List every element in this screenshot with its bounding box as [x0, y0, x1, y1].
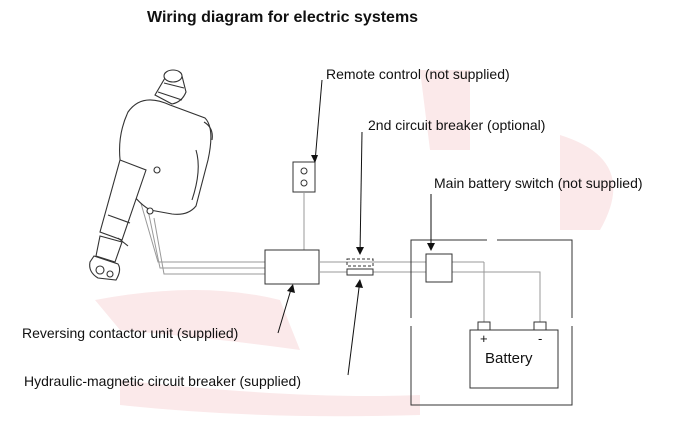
negative-sign: -	[538, 331, 542, 346]
battery-body	[469, 329, 559, 389]
remote-control-button-icon	[300, 179, 308, 187]
negative-terminal	[533, 321, 547, 331]
watermark	[95, 70, 614, 417]
leader-lines	[277, 79, 432, 376]
hydraulic-breaker-symbol	[346, 268, 374, 276]
actuator-wires	[139, 199, 265, 275]
battery: + - Battery	[469, 321, 559, 389]
actuator-icon	[89, 69, 213, 281]
remote-control-box	[292, 161, 316, 193]
main-switch-label: Main battery switch (not supplied)	[434, 175, 643, 191]
second-breaker-symbol	[346, 258, 374, 267]
positive-terminal	[477, 321, 491, 331]
compartment-dash-gaps	[409, 238, 574, 326]
arrow-heads	[287, 155, 435, 293]
battery-label: Battery	[485, 350, 533, 367]
remote-control-label: Remote control (not supplied)	[326, 66, 510, 82]
diagram-title: Wiring diagram for electric systems	[147, 9, 418, 26]
positive-sign: +	[480, 331, 488, 346]
second-breaker-label: 2nd circuit breaker (optional)	[368, 117, 545, 133]
hydraulic-breaker-label: Hydraulic-magnetic circuit breaker (supp…	[24, 373, 301, 389]
reversing-unit-label: Reversing contactor unit (supplied)	[22, 325, 238, 341]
reversing-contactor-box	[264, 249, 320, 285]
remote-control-button-icon	[300, 167, 308, 175]
main-switch-box	[425, 253, 453, 283]
